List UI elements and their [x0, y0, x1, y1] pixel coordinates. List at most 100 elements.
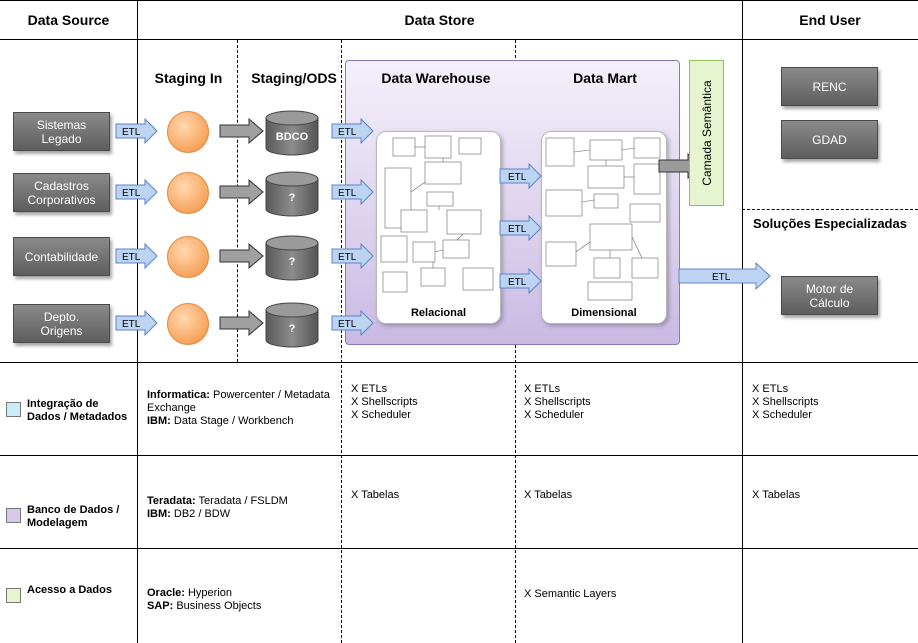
- enduser-box-gdad: GDAD: [781, 120, 878, 159]
- source-box-depto-origens: Depto. Origens: [13, 304, 110, 343]
- etl-arrow-to-calc: ETL: [678, 262, 771, 290]
- svg-text:ETL: ETL: [508, 224, 527, 235]
- dimensional-caption: Dimensional: [571, 307, 637, 319]
- semantic-layer-label: Camada Semântica: [699, 80, 714, 186]
- tool-line: IBM: Data Stage / Workbench: [147, 415, 337, 428]
- etl-arrow-dw-dm-2: ETL: [499, 215, 542, 241]
- staging-in-node-3: [167, 236, 209, 278]
- tool-product: Business Objects: [173, 600, 262, 612]
- tool-product: Teradata / FSLDM: [195, 495, 288, 507]
- staging-in-node-4: [167, 303, 209, 345]
- header-data-store: Data Store: [404, 12, 475, 28]
- etl-label: ETL: [338, 319, 357, 330]
- source-box-sistemas-legado: Sistemas Legado: [13, 112, 110, 151]
- tool-vendor: Oracle:: [147, 587, 185, 599]
- relational-model-card: Relacional: [376, 131, 501, 324]
- ods-database-2: ?: [265, 171, 319, 217]
- col-ods-cell-integracao: X ETLs X Shellscripts X Scheduler: [351, 383, 418, 421]
- header-end-user: End User: [799, 12, 861, 28]
- dashed-divider-ods: [341, 40, 342, 643]
- dimensional-diagram: [545, 137, 661, 301]
- tools-cell-integracao: Informatica: Powercenter / Metadata Exch…: [147, 389, 337, 428]
- dashed-divider-enduser: [742, 209, 918, 210]
- etl-arrow-source-3: ETL: [115, 243, 158, 269]
- dimensional-model-card: Dimensional: [541, 131, 667, 324]
- etl-arrow-ods-dw-4: ETL: [331, 310, 374, 336]
- arrow-staging-to-ods-1: [219, 118, 264, 144]
- col-eu-cell-integracao: X ETLs X Shellscripts X Scheduler: [752, 383, 819, 421]
- tool-line: IBM: DB2 / BDW: [147, 508, 337, 521]
- tool-vendor: Teradata:: [147, 495, 196, 507]
- col-divider-enduser: [742, 0, 743, 643]
- tool-line: SAP: Business Objects: [147, 600, 337, 613]
- ods-database-3: ?: [265, 235, 319, 281]
- staging-in-node-2: [167, 172, 209, 214]
- tool-product: Powercenter / Metadata Exchange: [147, 389, 330, 414]
- etl-label: ETL: [122, 127, 141, 138]
- source-box-cadastros-corporativos: Cadastros Corporativos: [13, 173, 110, 212]
- col-eu-cell-banco-dados: X Tabelas: [752, 489, 801, 501]
- col-dm-cell-acesso-dados: X Semantic Layers: [524, 588, 617, 600]
- stage-staging-ods: Staging/ODS: [251, 70, 337, 86]
- legend-swatch-banco-dados: [6, 508, 21, 523]
- ods-database-label: ?: [289, 323, 296, 335]
- etl-arrow-source-4: ETL: [115, 310, 158, 336]
- etl-arrow-ods-dw-2: ETL: [331, 179, 374, 205]
- dashed-divider-staging: [237, 40, 238, 362]
- row-label-integracao: Integração de Dados / Metadados: [27, 398, 128, 423]
- etl-label: ETL: [122, 319, 141, 330]
- etl-arrow-source-2: ETL: [115, 179, 158, 205]
- top-border: [0, 0, 918, 1]
- row-divider-1: [0, 362, 918, 363]
- svg-text:ETL: ETL: [508, 277, 527, 288]
- ods-database-1: BDCO: [265, 110, 319, 156]
- header-data-source: Data Source: [27, 12, 110, 28]
- row-divider-3: [0, 548, 918, 549]
- etl-arrow-dw-dm-1: ETL: [499, 163, 542, 189]
- etl-arrow-source-1: ETL: [115, 118, 158, 144]
- specialized-solutions-title: Soluções Especializadas: [753, 216, 907, 231]
- stage-staging-in: Staging In: [154, 70, 223, 86]
- etl-label: ETL: [122, 188, 141, 199]
- ods-database-4: ?: [265, 302, 319, 348]
- etl-label: ETL: [338, 252, 357, 263]
- tool-product: Hyperion: [184, 587, 232, 599]
- row-label-banco-dados: Banco de Dados / Modelagem: [27, 504, 120, 529]
- stage-data-mart: Data Mart: [573, 70, 637, 86]
- ods-database-label: BDCO: [276, 131, 309, 143]
- tool-line: Oracle: Hyperion: [147, 587, 337, 600]
- arrow-staging-to-ods-2: [219, 179, 264, 205]
- tool-product: Data Stage / Workbench: [170, 415, 294, 427]
- legend-swatch-integracao: [6, 402, 21, 417]
- row-label-acesso-dados: Acesso a Dados: [27, 584, 112, 596]
- etl-label: ETL: [338, 127, 357, 138]
- semantic-layer-box: Camada Semântica: [689, 60, 724, 206]
- svg-text:ETL: ETL: [508, 172, 527, 183]
- svg-text:ETL: ETL: [712, 272, 731, 283]
- col-dm-cell-integracao: X ETLs X Shellscripts X Scheduler: [524, 383, 591, 421]
- tool-product: DB2 / BDW: [170, 508, 231, 520]
- enduser-box-calc-engine: Motor de Cálculo: [781, 276, 878, 315]
- col-ods-cell-banco-dados: X Tabelas: [351, 489, 400, 501]
- tool-line: Teradata: Teradata / FSLDM: [147, 495, 337, 508]
- header-divider: [0, 39, 918, 40]
- arrow-staging-to-ods-3: [219, 243, 264, 269]
- etl-arrow-ods-dw-1: ETL: [331, 118, 374, 144]
- ods-database-label: ?: [289, 256, 296, 268]
- tool-vendor: IBM:: [147, 508, 171, 520]
- tool-vendor: Informatica:: [147, 389, 210, 401]
- relational-caption: Relacional: [410, 307, 467, 319]
- legend-swatch-acesso-dados: [6, 588, 21, 603]
- stage-data-warehouse: Data Warehouse: [381, 70, 491, 86]
- source-box-contabilidade: Contabilidade: [13, 237, 110, 276]
- ods-database-label: ?: [289, 192, 296, 204]
- row-divider-2: [0, 455, 918, 456]
- tool-line: Informatica: Powercenter / Metadata Exch…: [147, 389, 337, 415]
- staging-in-node-1: [167, 111, 209, 153]
- etl-arrow-ods-dw-3: ETL: [331, 243, 374, 269]
- tool-vendor: SAP:: [147, 600, 174, 612]
- arrow-staging-to-ods-4: [219, 310, 264, 336]
- tool-vendor: IBM:: [147, 415, 171, 427]
